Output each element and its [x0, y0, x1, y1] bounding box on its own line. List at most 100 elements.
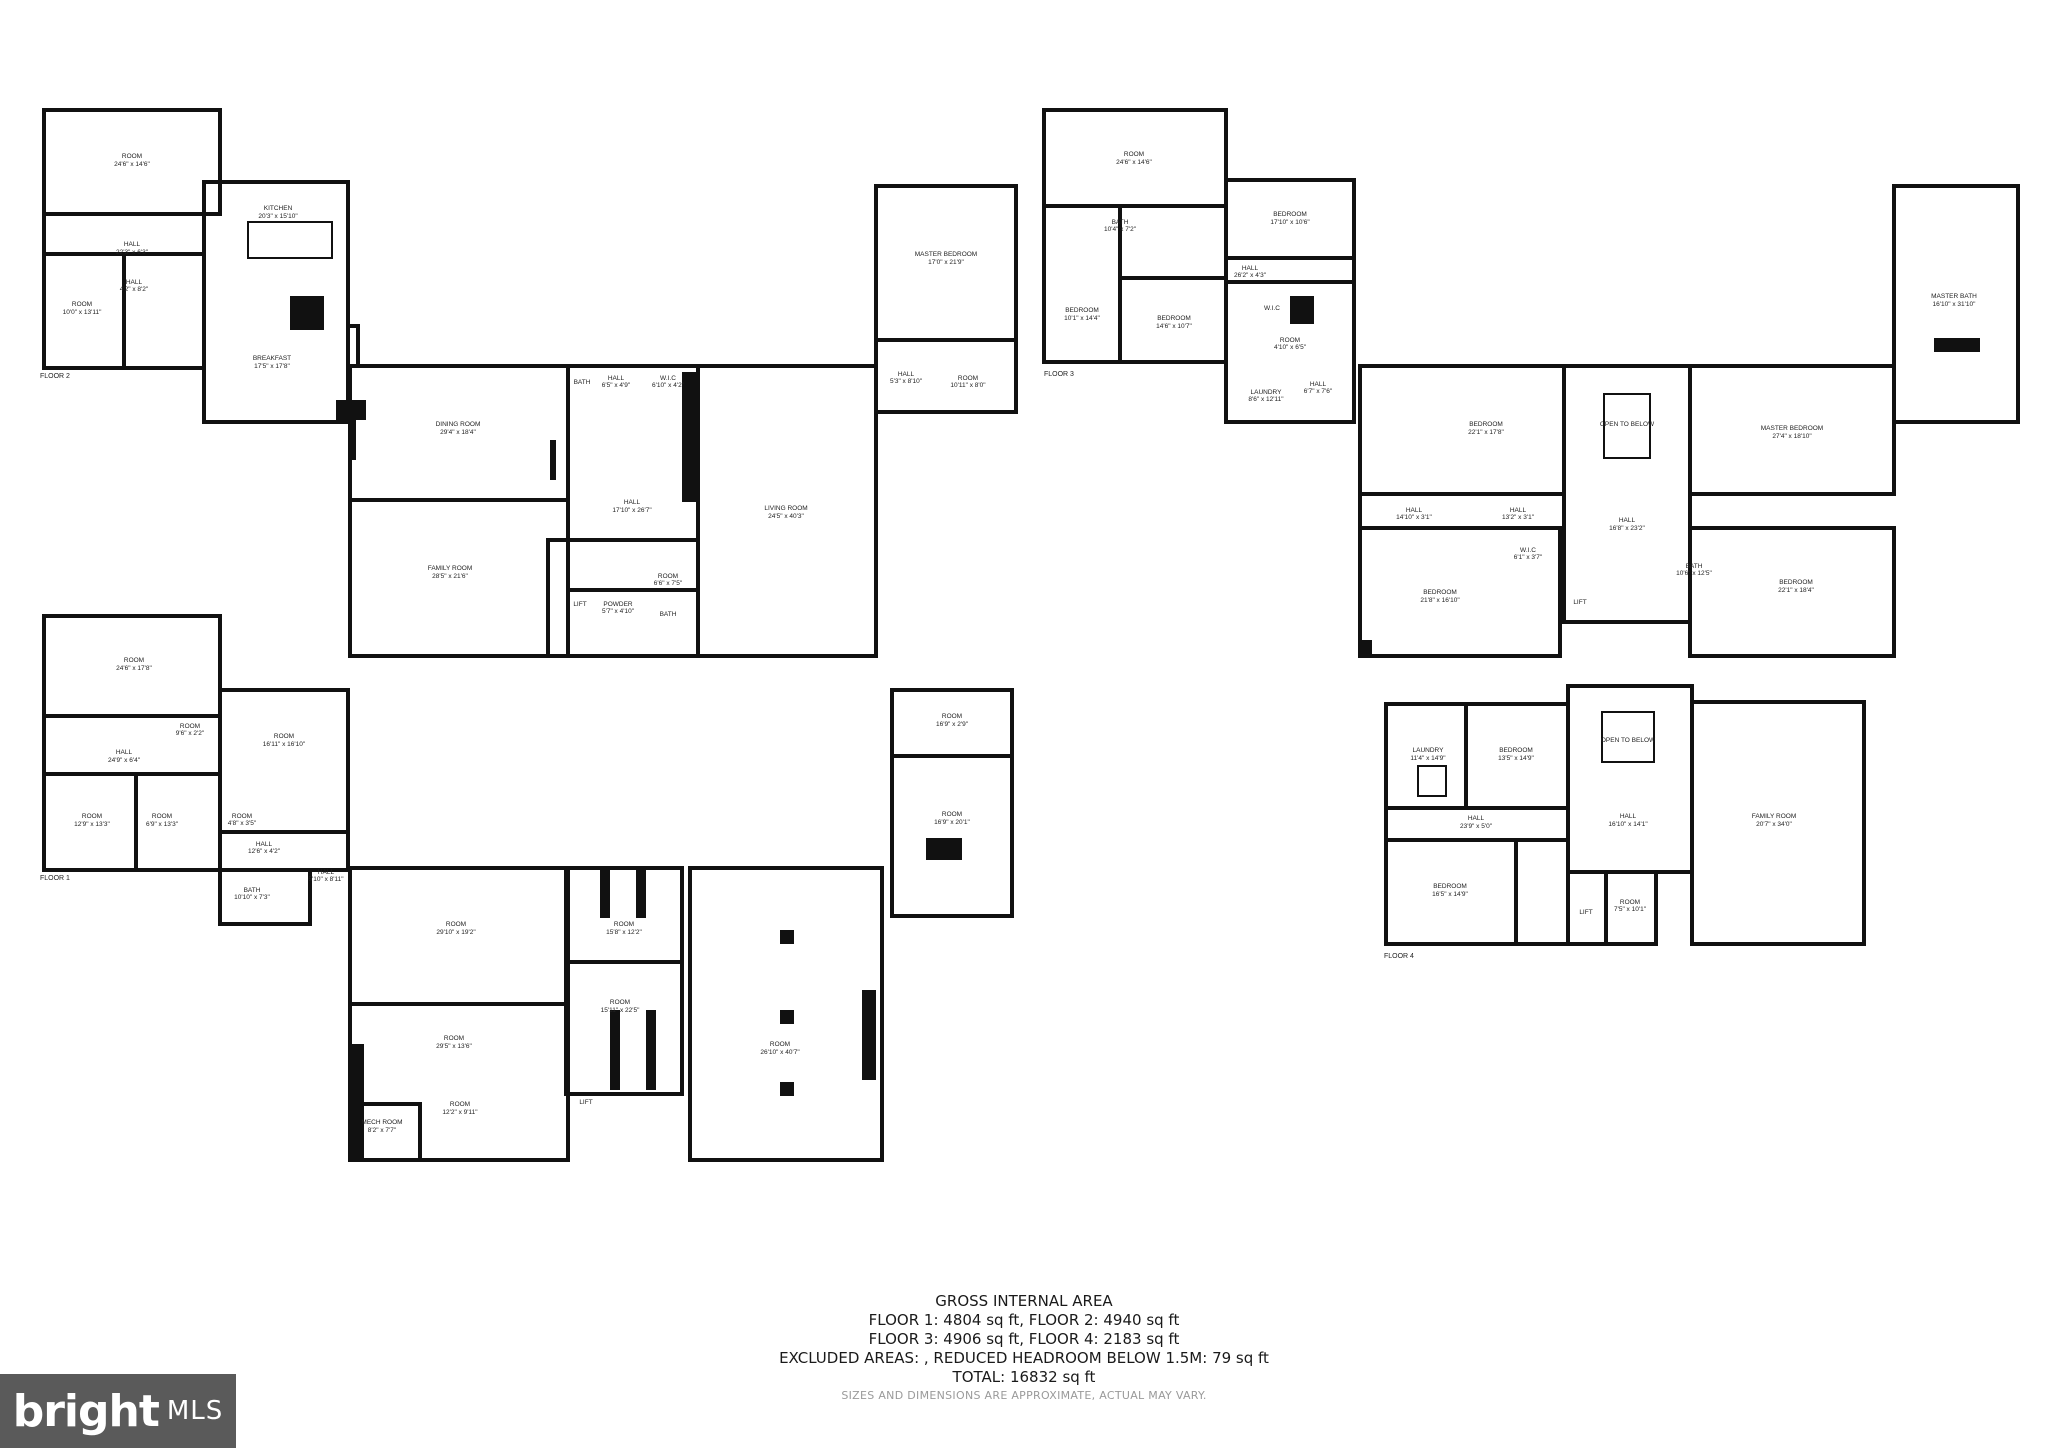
room-dims: 17'0" x 21'9": [928, 259, 964, 266]
room-name: MECH ROOM: [361, 1119, 402, 1126]
room-dims: 10'1" x 14'4": [1064, 315, 1100, 322]
room-name: ROOM: [180, 723, 200, 730]
room-name: POWDER: [603, 601, 633, 608]
room-name: BATH: [1686, 563, 1703, 570]
room-dims: 12'2" x 9'11": [442, 1109, 478, 1116]
room-dims: 5'10" x 8'11": [308, 876, 344, 883]
bright-mls-logo: bright MLS: [0, 1374, 236, 1448]
room-name: ROOM: [122, 153, 142, 160]
room-name: BEDROOM: [1065, 307, 1099, 314]
room-name: LIFT: [1579, 909, 1592, 916]
floor-1-label: FLOOR 1: [40, 875, 70, 882]
room-dims: 13'5" x 14'9": [1498, 755, 1534, 762]
summary-total: TOTAL: 16832 sq ft: [952, 1368, 1096, 1386]
room-name: MASTER BATH: [1931, 293, 1977, 300]
room-dims: 5'7" x 4'10": [602, 608, 635, 615]
room-dims: 6'9" x 13'3": [146, 821, 179, 828]
room-dims: 5'3" x 8'10": [890, 378, 923, 385]
room-dims: 24'6" x 14'6": [114, 161, 150, 168]
room-name: ROOM: [1124, 151, 1144, 158]
room-dims: 26'2" x 4'3": [1234, 272, 1267, 279]
floor-4-room-labels: LAUNDRY 11'4" x 14'9" BEDROOM 13'5" x 14…: [1410, 737, 1796, 916]
room-name: W.I.C: [660, 375, 676, 382]
room-name: OPEN TO BELOW: [1600, 421, 1655, 428]
room-name: ROOM: [450, 1101, 470, 1108]
room-name: HALL: [1619, 517, 1636, 524]
room-dims: 29'5" x 13'6": [436, 1043, 472, 1050]
room-dims: 16'10" x 14'1": [1608, 821, 1648, 828]
room-name: HALL: [1406, 507, 1423, 514]
room-name: BEDROOM: [1779, 579, 1813, 586]
room-dims: 6'7" x 7'6": [1304, 388, 1333, 395]
room-dims: 16'9" x 2'9": [936, 721, 969, 728]
room-dims: 16'11" x 16'10": [263, 741, 306, 748]
room-name: BEDROOM: [1433, 883, 1467, 890]
room-name: HALL: [318, 869, 335, 876]
floor-3-plan: [1042, 108, 2020, 658]
room-name: MASTER BEDROOM: [915, 251, 977, 258]
room-name: HALL: [116, 749, 133, 756]
room-name: HALL: [1310, 381, 1327, 388]
room-name: BATH: [660, 611, 677, 618]
floor-3-label: FLOOR 3: [1044, 371, 1074, 378]
room-dims: 13'2" x 3'1": [1502, 514, 1535, 521]
summary-line-2: FLOOR 3: 4906 sq ft, FLOOR 4: 2183 sq ft: [868, 1330, 1180, 1348]
room-name: FAMILY ROOM: [1752, 813, 1797, 820]
floor-2-plan: [42, 108, 1018, 658]
room-name: OPEN TO BELOW: [1601, 737, 1656, 744]
room-dims: 14'10" x 3'1": [1396, 514, 1432, 521]
room-name: BREAKFAST: [253, 355, 291, 362]
room-name: HALL: [1620, 813, 1637, 820]
room-dims: 16'5" x 14'9": [1432, 891, 1468, 898]
room-dims: 6'6" x 7'5": [654, 580, 683, 587]
room-name: BATH: [574, 379, 591, 386]
room-dims: 22'1" x 18'4": [1778, 587, 1814, 594]
room-dims: 16'10" x 31'10": [1933, 301, 1977, 308]
floor-4-label: FLOOR 4: [1384, 953, 1414, 960]
room-dims: 9'6" x 2'2": [176, 730, 205, 737]
room-dims: 23'9" x 5'0": [1460, 823, 1493, 830]
room-name: ROOM: [942, 713, 962, 720]
room-dims: 20'7" x 34'0": [1756, 821, 1792, 828]
room-dims: 16'8" x 23'2": [1609, 525, 1645, 532]
summary-line-3: EXCLUDED AREAS: , REDUCED HEADROOM BELOW…: [779, 1349, 1269, 1367]
room-name: BEDROOM: [1423, 589, 1457, 596]
room-dims: 6'10" x 4'2": [652, 382, 685, 389]
room-name: ROOM: [614, 921, 634, 928]
room-name: HALL: [624, 499, 641, 506]
room-dims: 4'10" x 6'5": [1274, 344, 1307, 351]
room-name: W.I.C: [1264, 305, 1280, 312]
floor-2-room-labels: ROOM 24'6" x 14'6" KITCHEN 20'3" x 15'10…: [63, 153, 987, 618]
room-dims: 24'6" x 17'8": [116, 665, 152, 672]
floor-1-plan: [42, 614, 1014, 1162]
room-name: LIFT: [573, 601, 586, 608]
room-dims: 17'10" x 10'6": [1270, 219, 1310, 226]
room-dims: 17'10" x 26'7": [612, 507, 652, 514]
room-name: ROOM: [958, 375, 978, 382]
room-dims: 6'5" x 4'9": [602, 382, 631, 389]
room-dims: 6'1" x 3'7": [1514, 554, 1543, 561]
room-name: HALL: [256, 841, 273, 848]
room-dims: 15'11" x 22'5": [601, 1007, 640, 1014]
room-name: HALL: [126, 279, 143, 286]
logo-suffix: MLS: [166, 1396, 224, 1426]
room-name: BEDROOM: [1469, 421, 1503, 428]
summary-disclaimer: SIZES AND DIMENSIONS ARE APPROXIMATE, AC…: [841, 1389, 1207, 1402]
floor-3-room-labels: ROOM 24'6" x 14'6" BEDROOM 17'10" x 10'6…: [1064, 151, 1977, 606]
room-name: ROOM: [72, 301, 92, 308]
room-name: LIFT: [1573, 599, 1586, 606]
room-name: FAMILY ROOM: [428, 565, 473, 572]
room-name: LAUNDRY: [1413, 747, 1445, 754]
room-name: HALL: [1242, 265, 1259, 272]
room-dims: 20'3" x 15'10": [258, 213, 298, 220]
room-dims: 14'6" x 10'7": [1156, 323, 1192, 330]
room-name: HALL: [124, 241, 141, 248]
room-dims: 24'5" x 40'3": [768, 513, 804, 520]
room-name: LIFT: [579, 1099, 592, 1106]
room-dims: 29'4" x 18'4": [440, 429, 476, 436]
room-dims: 27'4" x 18'10": [1772, 433, 1812, 440]
summary-heading: GROSS INTERNAL AREA: [935, 1292, 1113, 1310]
room-dims: 26'10" x 40'7": [760, 1049, 800, 1056]
room-name: ROOM: [124, 657, 144, 664]
